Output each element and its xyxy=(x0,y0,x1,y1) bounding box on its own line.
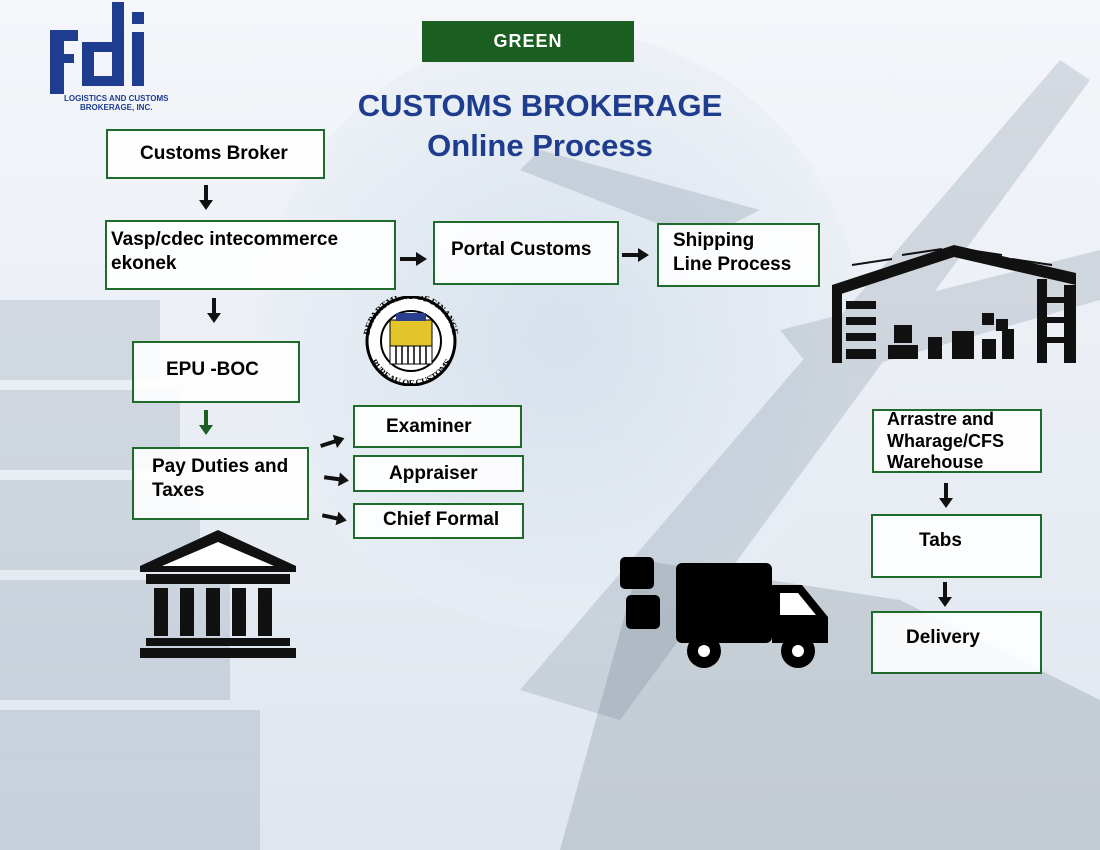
node-portal-customs: Portal Customs xyxy=(433,221,619,285)
node-tabs: Tabs xyxy=(871,514,1042,578)
node-label: Appraiser xyxy=(389,463,478,484)
node-chief-formal: Chief Formal xyxy=(353,503,524,539)
arrow-down-icon xyxy=(939,483,953,508)
company-logo: LOGISTICS AND CUSTOMS BROKERAGE, INC. xyxy=(50,2,170,112)
page-title: CUSTOMS BROKERAGE xyxy=(357,88,723,123)
node-pay-duties: Pay Duties and Taxes xyxy=(132,447,309,520)
node-label: Portal Customs xyxy=(451,239,592,260)
node-label: EPU -BOC xyxy=(166,359,259,380)
arrow-right-icon xyxy=(320,434,345,449)
node-label: Pay Duties and Taxes xyxy=(152,456,289,501)
arrow-down-icon xyxy=(199,185,213,210)
node-label: Delivery xyxy=(906,627,980,648)
node-label: Vasp/cdec intecommerce ekonek xyxy=(111,229,339,274)
arrow-right-icon xyxy=(322,511,347,526)
logo-subtitle-2: BROKERAGE, INC. xyxy=(80,103,153,112)
node-arrastre: Arrastre and Wharage/CFS Warehouse xyxy=(872,409,1042,473)
arrow-right-icon xyxy=(622,248,649,262)
arrow-down-icon xyxy=(199,410,213,435)
node-shipping-line: Shipping Line Process xyxy=(657,223,820,287)
node-label: Arrastre and Wharage/CFS Warehouse xyxy=(887,409,1005,473)
node-examiner: Examiner xyxy=(353,405,522,448)
warehouse-icon xyxy=(832,245,1076,363)
arrow-down-icon xyxy=(938,582,952,607)
node-label: Examiner xyxy=(386,416,472,437)
node-appraiser: Appraiser xyxy=(353,455,524,492)
node-delivery: Delivery xyxy=(871,611,1042,674)
node-label: Chief Formal xyxy=(383,509,500,530)
delivery-truck-icon xyxy=(620,557,828,668)
fdi-logo-icon xyxy=(50,2,144,94)
node-vasp: Vasp/cdec intecommerce ekonek xyxy=(105,220,396,290)
node-label: Shipping Line Process xyxy=(673,230,792,275)
arrow-right-icon xyxy=(324,472,349,487)
bank-building-icon xyxy=(140,530,296,658)
node-epu-boc: EPU -BOC xyxy=(132,341,300,403)
node-label: Customs Broker xyxy=(140,143,288,164)
bureau-of-customs-seal-icon: DEPARTMENT OF FINANCE BUREAU OF CUSTOMS xyxy=(361,296,461,386)
logo-subtitle-1: LOGISTICS AND CUSTOMS xyxy=(64,94,169,103)
node-label: Tabs xyxy=(919,530,962,551)
status-badge: GREEN xyxy=(422,21,634,62)
node-customs-broker: Customs Broker xyxy=(106,129,325,179)
page-subtitle: Online Process xyxy=(427,128,653,163)
arrow-down-icon xyxy=(207,298,221,323)
arrow-right-icon xyxy=(400,252,427,266)
